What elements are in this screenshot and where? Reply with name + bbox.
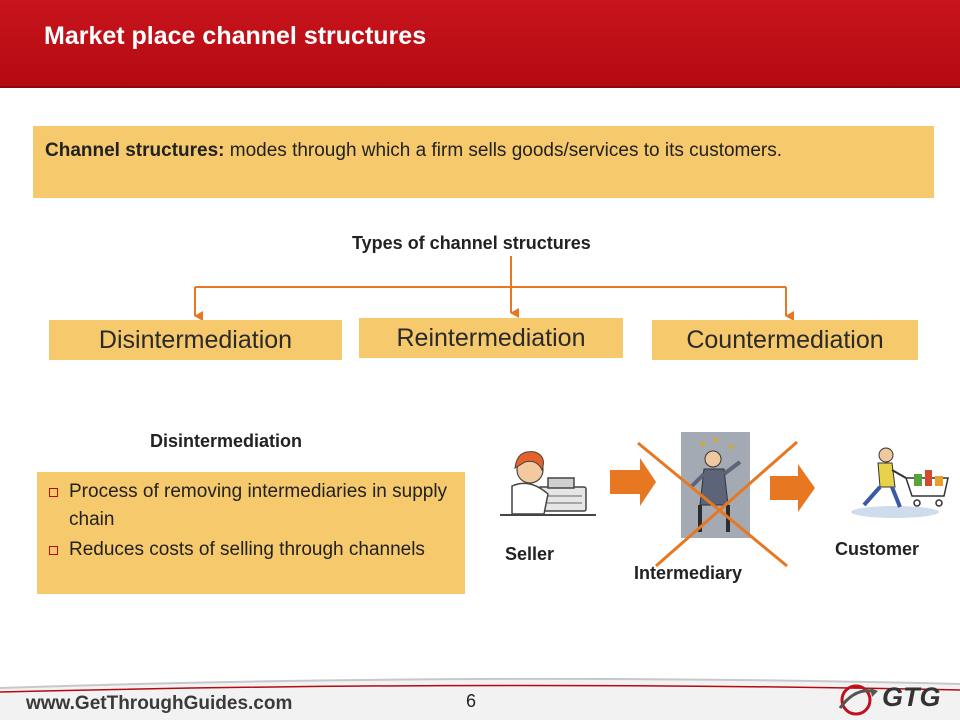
bullet-text: Reduces costs of selling through channel… xyxy=(69,539,425,560)
bullet-text: Process of removing intermediaries in su… xyxy=(69,481,448,530)
customer-label: Customer xyxy=(835,539,920,559)
bullet-box: Process of removing intermediaries in su… xyxy=(37,472,465,594)
page-number: 6 xyxy=(466,691,477,711)
header-bar xyxy=(0,0,960,86)
customer-icon xyxy=(851,447,949,518)
intermediary-label: Intermediary xyxy=(634,563,743,583)
definition-term: Channel structures: xyxy=(45,140,225,161)
footer-swoosh xyxy=(0,678,960,720)
definition-body: modes through which a firm sells goods/s… xyxy=(224,140,783,161)
square-bullet-icon xyxy=(49,546,58,555)
bullet-item: Reduces costs of selling through channel… xyxy=(49,536,455,564)
type-reintermediation: Reintermediation xyxy=(359,318,623,358)
header-divider xyxy=(0,86,960,88)
footer-url-link[interactable]: www.GetThroughGuides.com xyxy=(26,693,293,714)
arrow-right-icon xyxy=(610,458,656,506)
type-disintermediation: Disintermediation xyxy=(49,320,342,360)
page-title: Market place channel structures xyxy=(44,22,427,50)
section-heading: Disintermediation xyxy=(150,431,303,451)
arrow-right-icon xyxy=(770,464,815,512)
definition-box: Channel structures: modes through which … xyxy=(33,126,934,198)
definition-text: Channel structures: modes through which … xyxy=(45,135,922,167)
cross-icon xyxy=(637,440,798,568)
bullet-item: Process of removing intermediaries in su… xyxy=(49,478,455,534)
types-title: Types of channel structures xyxy=(352,233,591,253)
seller-label: Seller xyxy=(505,544,555,564)
gtg-logo-icon xyxy=(838,684,878,716)
type-countermediation: Countermediation xyxy=(652,320,918,360)
logo-text: GTG xyxy=(882,682,941,712)
intermediary-icon xyxy=(681,432,750,538)
square-bullet-icon xyxy=(49,488,58,497)
seller-icon xyxy=(500,451,596,516)
bullet-list: Process of removing intermediaries in su… xyxy=(49,478,455,564)
